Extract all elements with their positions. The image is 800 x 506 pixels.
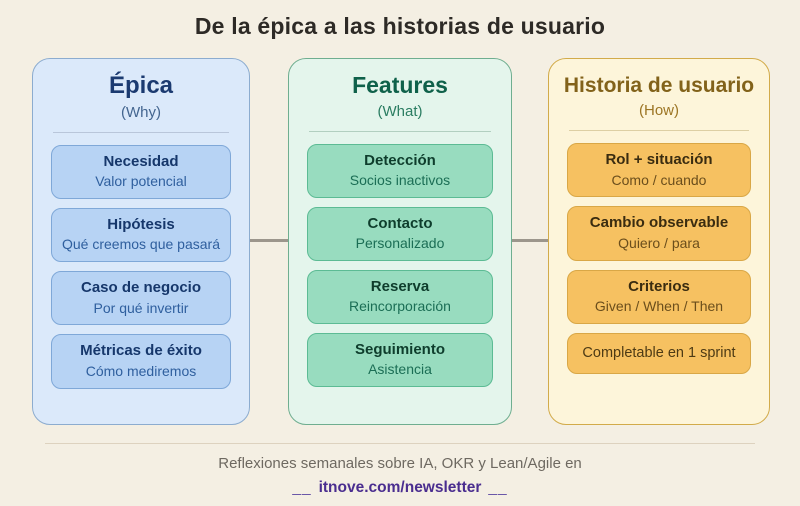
column-historia-cards: Rol + situación Como / cuando Cambio obs… xyxy=(549,143,769,375)
card-title: Necesidad xyxy=(103,153,179,170)
column-historia-title: Historia de usuario xyxy=(563,74,755,97)
card-title: Caso de negocio xyxy=(80,279,202,297)
card-subtitle: Socios inactivos xyxy=(349,172,451,188)
card-title: Seguimiento xyxy=(354,341,445,359)
card-title: Contacto xyxy=(367,214,433,232)
card-subtitle: Completable en 1 sprint xyxy=(582,344,736,361)
connector-features-historia xyxy=(512,239,548,242)
footer-tagline: Reflexiones semanales sobre IA, OKR y Le… xyxy=(218,455,582,472)
column-epica-divider xyxy=(53,132,229,133)
card-subtitle: Quiero / para xyxy=(618,234,700,251)
link-prefix-dash: __ xyxy=(292,479,312,496)
card-title: Cambio observable xyxy=(589,214,729,232)
card-necesidad: Necesidad Valor potencial xyxy=(51,145,231,200)
card-contacto: Contacto Personalizado xyxy=(307,206,493,262)
card-subtitle: Como / cuando xyxy=(611,171,707,188)
card-caso-de-negocio: Caso de negocio Por qué invertir xyxy=(51,271,231,326)
card-criterios: Criterios Given / When / Then xyxy=(567,269,751,324)
connector-epica-features xyxy=(250,239,288,242)
card-subtitle: Valor potencial xyxy=(95,173,187,190)
card-subtitle: Por qué invertir xyxy=(93,299,189,316)
column-historia-subtitle: (How) xyxy=(639,102,679,120)
column-features-cards: Detección Socios inactivos Contacto Pers… xyxy=(289,143,511,388)
page-title: De la épica a las historias de usuario xyxy=(194,13,606,39)
column-features-subtitle: (What) xyxy=(377,102,423,120)
footer-divider xyxy=(45,443,755,444)
column-features-divider xyxy=(309,130,491,132)
card-subtitle: Reincorporación xyxy=(349,298,451,315)
card-completable-sprint: Completable en 1 sprint xyxy=(567,332,751,375)
card-title: Rol + situación xyxy=(605,151,713,169)
card-subtitle: Cómo mediremos xyxy=(85,362,197,379)
card-hipotesis: Hipótesis Qué creemos que pasará xyxy=(51,208,231,263)
column-epica-subtitle: (Why) xyxy=(121,104,161,121)
card-subtitle: Personalizado xyxy=(355,235,445,252)
column-epica-cards: Necesidad Valor potencial Hipótesis Qué … xyxy=(33,145,249,389)
card-title: Detección xyxy=(364,151,436,169)
card-rol-situacion: Rol + situación Como / cuando xyxy=(567,143,751,198)
column-historia-divider xyxy=(569,130,749,132)
card-title: Reserva xyxy=(370,278,430,296)
column-features-title: Features xyxy=(352,72,448,98)
card-subtitle: Given / When / Then xyxy=(594,297,724,314)
card-subtitle: Qué creemos que pasará xyxy=(62,236,220,253)
card-reserva: Reserva Reincorporación xyxy=(307,270,493,325)
card-subtitle: Asistencia xyxy=(368,361,432,378)
card-title: Criterios xyxy=(628,277,690,295)
column-epica-title: Épica xyxy=(108,72,174,99)
footer-link-line: __ itnove.com/newsletter __ xyxy=(0,479,800,497)
card-deteccion: Detección Socios inactivos xyxy=(307,143,493,198)
card-title: Métricas de éxito xyxy=(80,342,202,360)
link-suffix-dash: __ xyxy=(488,479,508,496)
card-seguimiento: Seguimiento Asistencia xyxy=(307,333,493,388)
newsletter-link[interactable]: itnove.com/newsletter xyxy=(318,479,482,496)
column-historia: Historia de usuario (How) Rol + situació… xyxy=(548,58,770,425)
card-cambio-observable: Cambio observable Quiero / para xyxy=(567,206,751,261)
card-title: Hipótesis xyxy=(107,216,175,234)
card-metricas-de-exito: Métricas de éxito Cómo mediremos xyxy=(51,334,231,389)
column-epica: Épica (Why) Necesidad Valor potencial Hi… xyxy=(32,58,250,425)
column-features: Features (What) Detección Socios inactiv… xyxy=(288,58,512,425)
